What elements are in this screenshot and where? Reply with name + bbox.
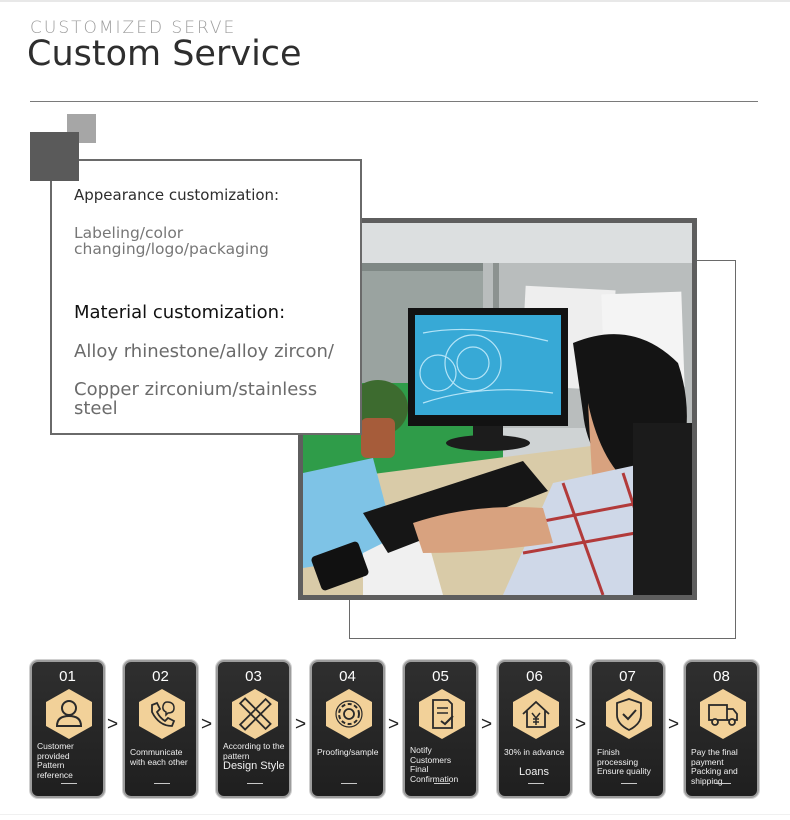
caption-line: Pay the final — [691, 747, 738, 757]
caption-line: Packing and — [691, 766, 738, 776]
caption-line: Pattern — [37, 760, 65, 770]
step-dash — [621, 783, 637, 784]
caption-line: Notify — [410, 745, 432, 755]
step-caption: Pay the final payment Packing and shippi… — [691, 747, 757, 786]
caption-line: Ensure quality — [597, 766, 651, 776]
step-4: 04 Proofing/sample — [310, 660, 385, 798]
step-number: 04 — [339, 668, 356, 685]
caption-line: Customer — [37, 741, 74, 751]
truck-icon — [700, 689, 746, 739]
step-8: 08 Pay the final payment Packing and shi… — [684, 660, 759, 798]
ruler-pencil-icon — [232, 689, 278, 739]
material-heading: Material customization: — [74, 302, 286, 323]
step-caption: Finish processing Ensure quality — [597, 747, 663, 777]
gear-icon — [326, 689, 372, 739]
caption-line: Finish — [597, 747, 620, 757]
step-dash — [715, 783, 731, 784]
document-check-icon — [419, 689, 465, 739]
step-3: 03 According to the pattern Design Style — [216, 660, 291, 798]
decorative-square-dark — [30, 132, 79, 181]
header-divider — [30, 101, 758, 102]
caption-line: Loans — [519, 765, 549, 778]
step-caption: Customer provided Pattern reference — [37, 741, 103, 780]
step-5: 05 Notify Customers Final Confirmation — [403, 660, 478, 798]
caption-line: 30% in advance — [504, 747, 565, 757]
caption-line: Customers — [410, 754, 452, 765]
step-dash — [154, 783, 170, 784]
step-2: 02 Communicate with each other — [123, 660, 198, 798]
user-icon — [46, 689, 92, 739]
material-line-2: Copper zirconium/stainless steel — [74, 380, 317, 418]
step-number: 03 — [245, 668, 262, 685]
caption-line: Proofing/sample — [317, 747, 379, 757]
step-arrow: > — [107, 714, 119, 735]
phone-chat-icon — [139, 689, 185, 739]
material-line-2b: steel — [74, 398, 118, 419]
caption-line: shipping — [691, 775, 723, 786]
step-arrow: > — [201, 714, 213, 735]
house-yen-icon — [513, 689, 559, 739]
appearance-details: Labeling/color changing/logo/packaging — [74, 225, 269, 257]
caption-line: Design Style — [223, 760, 285, 772]
step-dash — [247, 783, 263, 784]
process-steps: 01 Customer provided Pattern reference >… — [0, 656, 790, 802]
caption-line: with each other — [130, 756, 188, 767]
step-number: 01 — [59, 668, 76, 685]
caption-line: reference — [37, 769, 73, 780]
shield-check-icon — [606, 689, 652, 739]
step-arrow: > — [575, 714, 587, 735]
step-1: 01 Customer provided Pattern reference — [30, 660, 105, 798]
section-subtitle: CUSTOMIZED SERVE — [30, 18, 237, 38]
step-caption: Communicate with each other — [130, 747, 196, 767]
step-arrow: > — [481, 714, 493, 735]
caption-line: provided — [37, 750, 70, 761]
step-number: 05 — [432, 668, 449, 685]
step-caption: 30% in advance Loans — [504, 747, 570, 778]
caption-line: Confirmation — [410, 773, 459, 784]
step-number: 02 — [152, 668, 169, 685]
caption-line: pattern — [223, 750, 250, 761]
step-dash — [528, 783, 544, 784]
step-caption: Notify Customers Final Confirmation — [410, 745, 476, 784]
appearance-heading: Appearance customization: — [74, 186, 280, 204]
step-dash — [434, 783, 450, 784]
step-caption: According to the pattern Design Style — [223, 741, 289, 772]
step-caption: Proofing/sample — [317, 747, 383, 758]
step-number: 06 — [526, 668, 543, 685]
office-photo — [298, 218, 697, 600]
material-line-2a: Copper zirconium/stainless — [74, 379, 318, 400]
caption-line: Communicate — [130, 747, 183, 757]
caption-line: payment — [691, 756, 724, 767]
step-dash — [341, 783, 357, 784]
caption-line: Final — [410, 764, 429, 774]
step-arrow: > — [295, 714, 307, 735]
step-number: 08 — [713, 668, 730, 685]
step-dash — [61, 783, 77, 784]
appearance-line-2: changing/logo/packaging — [74, 240, 269, 258]
step-7: 07 Finish processing Ensure quality — [590, 660, 665, 798]
appearance-line-1: Labeling/color — [74, 224, 184, 242]
step-arrow: > — [388, 714, 400, 735]
step-arrow: > — [668, 714, 680, 735]
designer-at-computer-illustration — [303, 223, 692, 595]
top-border — [0, 0, 790, 2]
customization-info-panel: Appearance customization: Labeling/color… — [50, 159, 362, 435]
bottom-border — [0, 814, 790, 815]
material-line-1: Alloy rhinestone/alloy zircon/ — [74, 341, 334, 362]
caption-line: According to the — [223, 741, 285, 751]
step-number: 07 — [619, 668, 636, 685]
step-6: 06 30% in advance Loans — [497, 660, 572, 798]
page-title: Custom Service — [27, 34, 302, 74]
caption-line: processing — [597, 756, 639, 767]
